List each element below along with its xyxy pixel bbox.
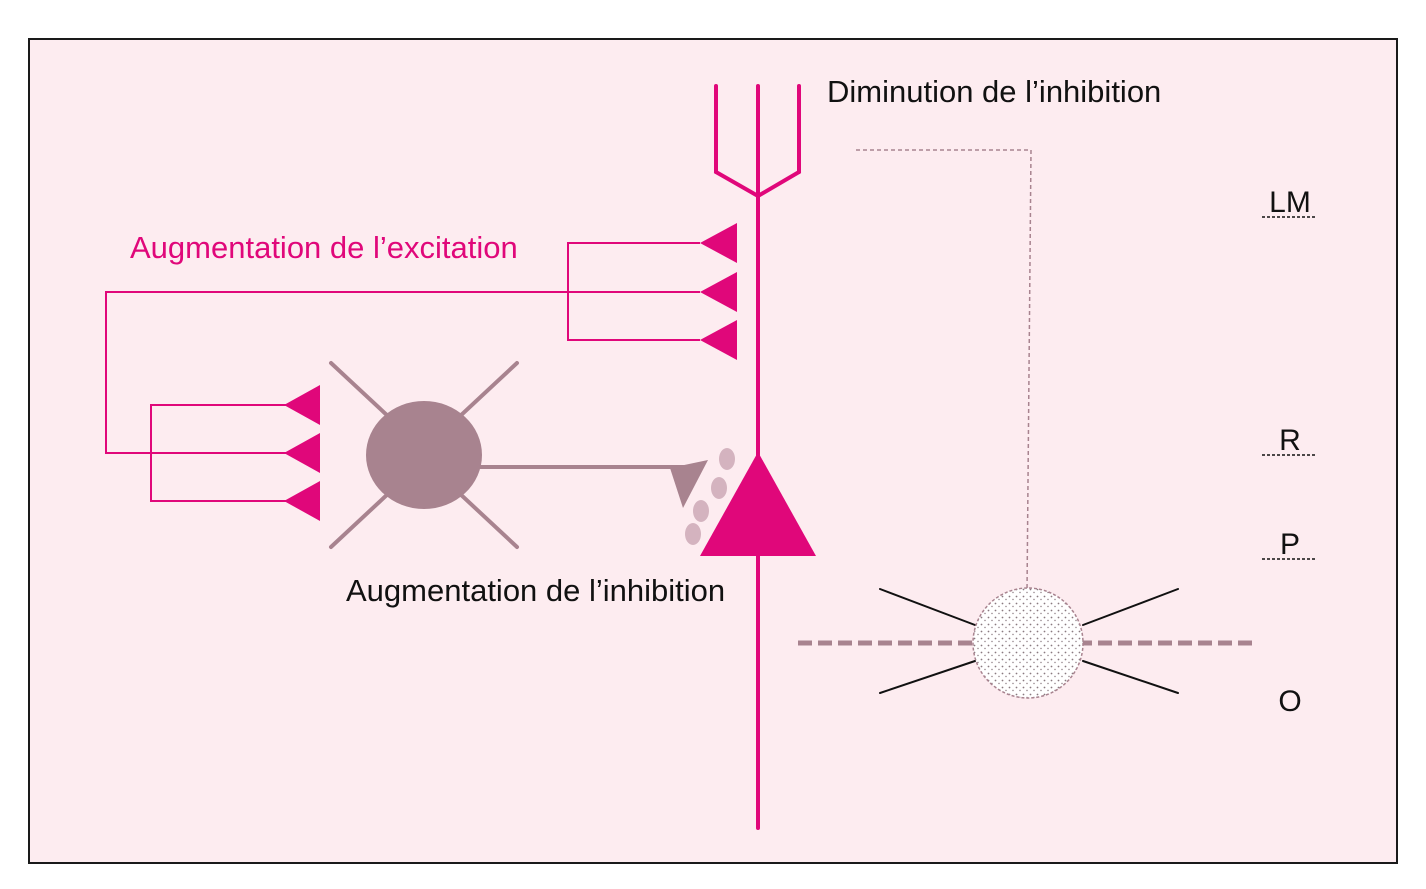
diagram-frame	[28, 38, 1398, 864]
inhibitory-synapse-terminal	[670, 460, 708, 508]
layer-label-lm: LM	[1269, 186, 1311, 219]
vesicles	[685, 448, 735, 545]
stippled-soma	[972, 587, 1084, 699]
layer-labels: LM R P O	[1262, 186, 1317, 718]
synapse-terminal	[700, 272, 737, 312]
synapse-terminal	[700, 320, 737, 360]
synapse-terminal	[284, 433, 320, 473]
excitatory-input-lines-top	[105, 242, 700, 454]
excitatory-synapses-dendrite	[700, 223, 737, 360]
pyramidal-dendrite-tuft	[714, 84, 801, 198]
pyramidal-soma	[700, 452, 816, 556]
disinhibited-interneuron	[798, 587, 1256, 699]
synapse-terminal	[284, 481, 320, 521]
excitatory-input-lines-interneuron	[150, 404, 290, 502]
layer-label-o: O	[1278, 685, 1301, 718]
synapse-terminal	[700, 223, 737, 263]
label-diminution-inhibition: Diminution de l’inhibition	[827, 74, 1161, 109]
layer-label-r: R	[1279, 424, 1301, 457]
interneuron-soma	[366, 401, 482, 509]
excitatory-synapses-interneuron	[284, 385, 320, 521]
label-augmentation-excitation: Augmentation de l’excitation	[130, 230, 518, 265]
interneuron-projection-dashed	[856, 149, 1032, 593]
label-augmentation-inhibition: Augmentation de l’inhibition	[346, 573, 725, 608]
layer-label-p: P	[1280, 528, 1300, 561]
inhibitory-interneuron	[329, 361, 708, 549]
synapse-terminal	[284, 385, 320, 425]
